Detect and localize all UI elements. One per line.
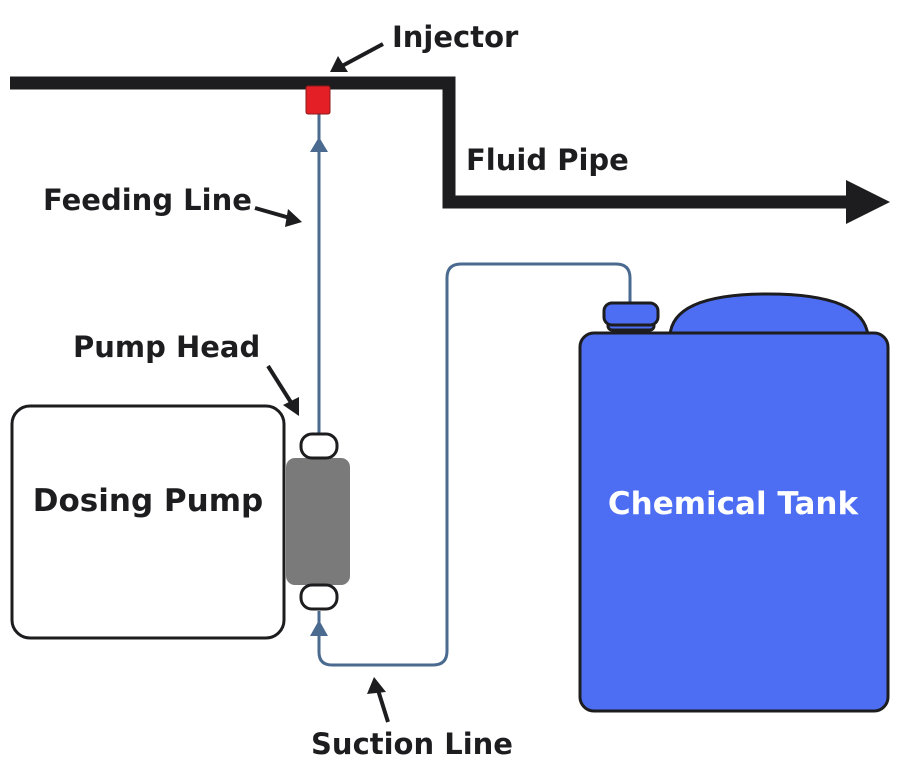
- fluid-pipe-label: Fluid Pipe: [466, 143, 629, 177]
- fluid-pipe-arrowhead: [846, 180, 890, 224]
- chemical-tank-label: Chemical Tank: [608, 486, 860, 522]
- suction-line: [317, 262, 632, 667]
- lower-valve: [299, 583, 339, 611]
- injector: [305, 85, 331, 115]
- fluid-pipe: [10, 76, 850, 209]
- injector-label: Injector: [392, 20, 519, 54]
- tank-cap: [602, 301, 660, 327]
- dosing-pump-label: Dosing Pump: [33, 483, 263, 519]
- suction-line-label: Suction Line: [311, 727, 513, 761]
- injector-pointer-arrow: [330, 42, 384, 72]
- pump-head: [286, 458, 350, 585]
- pump-head-label: Pump Head: [73, 330, 260, 364]
- suction-line-pointer-arrow: [367, 677, 390, 723]
- dosing-pump-body: [10, 404, 286, 640]
- feeding-line-label: Feeding Line: [43, 183, 252, 217]
- tank-dome: [668, 292, 870, 338]
- upper-valve: [299, 432, 339, 460]
- feeding-line-pointer-arrow: [254, 206, 302, 227]
- pump-head-pointer-arrow: [266, 364, 299, 416]
- feeding-line-arrowhead: [310, 137, 328, 152]
- suction-line-arrowhead: [310, 620, 328, 636]
- tank-body: [578, 331, 890, 713]
